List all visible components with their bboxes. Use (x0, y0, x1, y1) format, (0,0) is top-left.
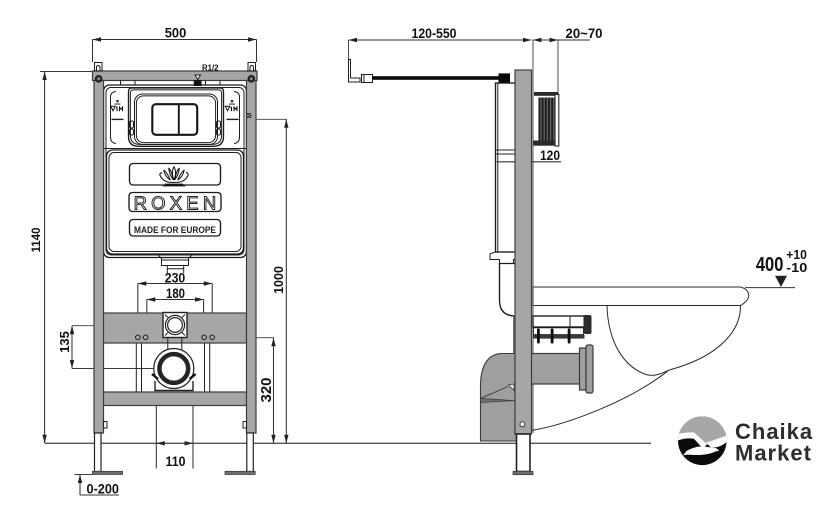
svg-text:500: 500 (165, 24, 187, 40)
svg-text:1000: 1000 (272, 266, 286, 294)
svg-text:-10: -10 (786, 260, 807, 275)
svg-text:135: 135 (57, 331, 72, 353)
svg-text:120: 120 (540, 147, 560, 163)
svg-text:110: 110 (166, 453, 186, 469)
svg-text:MADE FOR EUROPE: MADE FOR EUROPE (134, 225, 216, 236)
svg-text:320: 320 (258, 377, 275, 402)
svg-text:400: 400 (756, 253, 784, 276)
svg-text:R1/2: R1/2 (202, 64, 219, 73)
svg-text:Market: Market (735, 441, 812, 466)
svg-text:M: M (248, 113, 254, 118)
svg-text:20~70: 20~70 (566, 25, 603, 41)
svg-text:1140: 1140 (31, 228, 43, 253)
svg-text:180: 180 (166, 285, 185, 301)
svg-text:ROXEN: ROXEN (134, 192, 221, 213)
svg-text:Chaika: Chaika (735, 419, 813, 444)
svg-text:+10: +10 (786, 247, 807, 262)
svg-text:0-200: 0-200 (87, 481, 120, 497)
svg-text:120-550: 120-550 (412, 25, 457, 41)
svg-text:230: 230 (165, 270, 186, 286)
